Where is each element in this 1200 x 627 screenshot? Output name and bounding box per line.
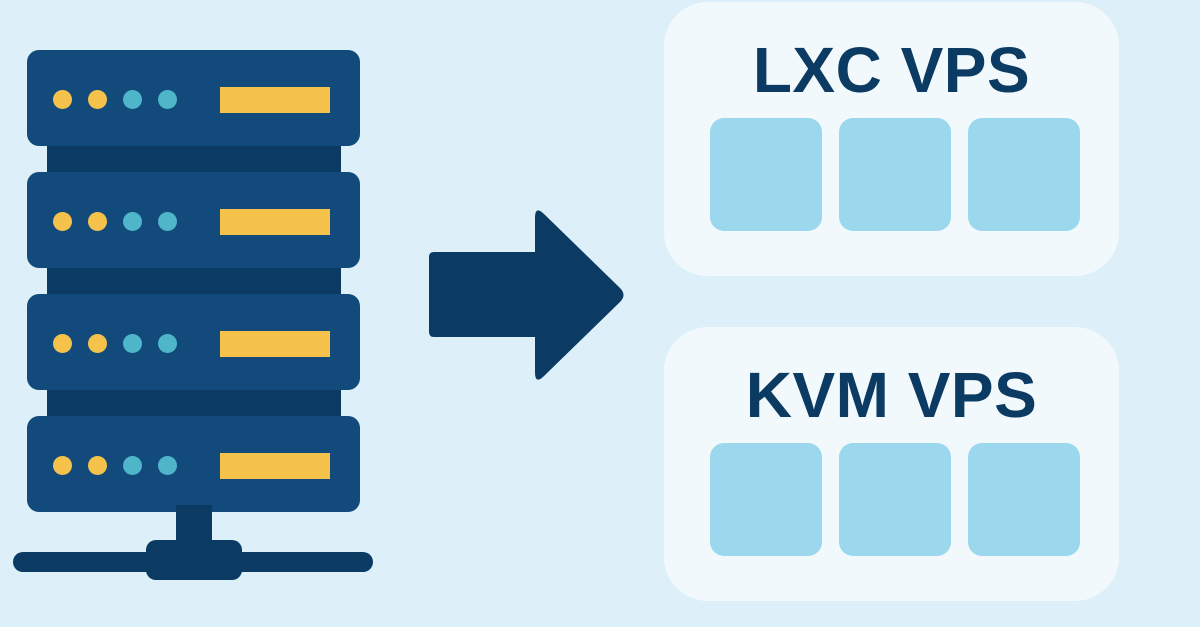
vps-instance-block bbox=[839, 443, 951, 556]
drive-bay bbox=[220, 209, 330, 235]
drive-bay bbox=[220, 331, 330, 357]
status-led-icon bbox=[158, 456, 177, 475]
vps-instance-block bbox=[968, 443, 1080, 556]
status-led-icon bbox=[158, 334, 177, 353]
status-led-icon bbox=[123, 90, 142, 109]
network-hub bbox=[146, 540, 242, 580]
lxc-vps-card: LXC VPS bbox=[664, 2, 1119, 276]
drive-bay bbox=[220, 87, 330, 113]
kvm-vps-card: KVM VPS bbox=[664, 327, 1119, 601]
network-stand-post bbox=[176, 505, 212, 545]
status-led-icon bbox=[88, 334, 107, 353]
drive-bay bbox=[220, 453, 330, 479]
status-led-icon bbox=[53, 212, 72, 231]
rack-unit bbox=[27, 294, 360, 390]
status-led-icon bbox=[88, 456, 107, 475]
status-led-icon bbox=[123, 334, 142, 353]
status-led-icon bbox=[158, 90, 177, 109]
rack-unit bbox=[27, 172, 360, 268]
status-led-icon bbox=[123, 456, 142, 475]
status-led-icon bbox=[158, 212, 177, 231]
rack-unit bbox=[27, 50, 360, 146]
status-led-icon bbox=[53, 456, 72, 475]
status-led-icon bbox=[88, 90, 107, 109]
server-rack-icon bbox=[0, 0, 400, 627]
vps-instance-block bbox=[968, 118, 1080, 231]
status-led-icon bbox=[123, 212, 142, 231]
vps-instance-block bbox=[839, 118, 951, 231]
lxc-vps-title: LXC VPS bbox=[752, 34, 1031, 106]
kvm-vps-title: KVM VPS bbox=[745, 359, 1038, 431]
right-arrow-icon bbox=[429, 210, 624, 380]
vps-instance-block bbox=[710, 118, 822, 231]
status-led-icon bbox=[53, 90, 72, 109]
status-led-icon bbox=[88, 212, 107, 231]
status-led-icon bbox=[53, 334, 72, 353]
vps-instance-block bbox=[710, 443, 822, 556]
rack-unit bbox=[27, 416, 360, 512]
